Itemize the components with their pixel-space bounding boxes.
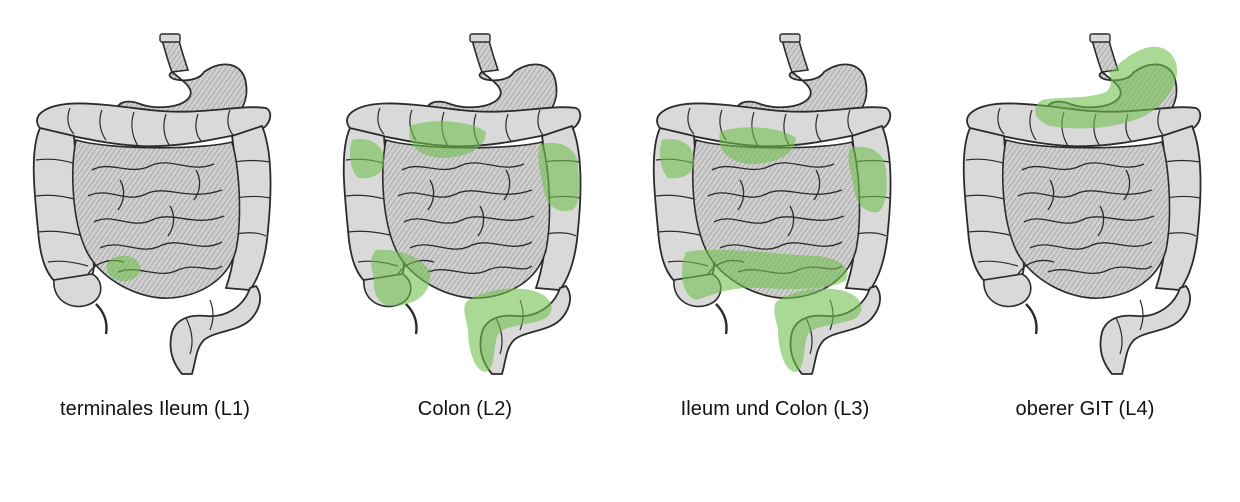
panel-l2: Colon (L2) [310,0,620,502]
digestive-tract-illustration [930,0,1240,390]
caption-l3: Ileum und Colon (L3) [620,398,930,421]
panel-l4: oberer GIT (L4) [930,0,1240,502]
digestive-tract-illustration [310,0,620,390]
caption-l1: terminales Ileum (L1) [0,398,310,421]
caption-l4: oberer GIT (L4) [930,398,1240,421]
caption-l2: Colon (L2) [310,398,620,421]
panel-l3: Ileum und Colon (L3) [620,0,930,502]
panel-l1: terminales Ileum (L1) [0,0,310,502]
digestive-tract-illustration [0,0,310,390]
digestive-tract-illustration [620,0,930,390]
